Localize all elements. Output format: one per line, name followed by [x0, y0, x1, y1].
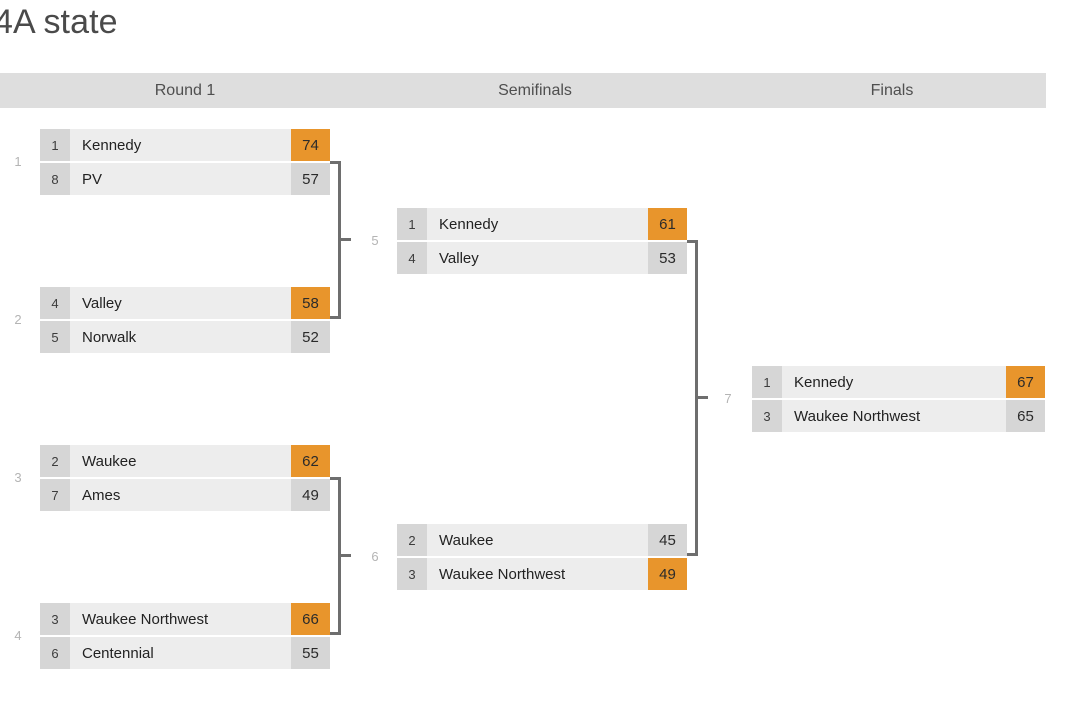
score: 45 — [648, 524, 687, 556]
connector-stub-mid — [338, 554, 351, 557]
matchup-final-game7[interactable]: 1 Kennedy 67 3 Waukee Northwest 65 — [752, 366, 1045, 432]
team-row[interactable]: 1 Kennedy 74 — [40, 129, 330, 161]
team-name: Valley — [439, 249, 479, 267]
matchup-round1-game1[interactable]: 1 Kennedy 74 8 PV 57 — [40, 129, 330, 195]
connector-to-game5 — [330, 161, 351, 319]
team-name: Waukee Northwest — [794, 407, 921, 425]
score: 65 — [1006, 400, 1045, 432]
team-row[interactable]: 1 Kennedy 61 — [397, 208, 687, 240]
seed-badge: 1 — [752, 366, 782, 398]
page-title: 4A state — [0, 3, 118, 41]
team-name: PV — [82, 170, 103, 188]
score: 74 — [291, 129, 330, 161]
team-name: Waukee — [439, 531, 494, 549]
team-name: Valley — [82, 294, 122, 312]
connector-stub-mid — [695, 396, 708, 399]
score: 57 — [291, 163, 330, 195]
connector-stub-bottom — [687, 553, 698, 556]
team-row[interactable]: 1 Kennedy 67 — [752, 366, 1045, 398]
seed-badge: 3 — [752, 400, 782, 432]
team-name: Kennedy — [82, 136, 142, 154]
seed-badge: 8 — [40, 163, 70, 195]
score: 66 — [291, 603, 330, 635]
game-number-1: 1 — [14, 154, 22, 169]
team-row[interactable]: 2 Waukee 62 — [40, 445, 330, 477]
team-row[interactable]: 8 PV 57 — [40, 163, 330, 195]
round-header-bar: Round 1 Semifinals Finals — [0, 73, 1046, 108]
team-row[interactable]: 3 Waukee Northwest 66 — [40, 603, 330, 635]
team-row[interactable]: 3 Waukee Northwest 49 — [397, 558, 687, 590]
matchup-round1-game2[interactable]: 4 Valley 58 5 Norwalk 52 — [40, 287, 330, 353]
round-header-semifinals: Semifinals — [498, 82, 572, 99]
team-row[interactable]: 6 Centennial 55 — [40, 637, 330, 669]
team-row[interactable]: 3 Waukee Northwest 65 — [752, 400, 1045, 432]
team-name: Ames — [82, 486, 121, 504]
matchup-round1-game3[interactable]: 2 Waukee 62 7 Ames 49 — [40, 445, 330, 511]
team-row[interactable]: 5 Norwalk 52 — [40, 321, 330, 353]
team-name: Centennial — [82, 644, 154, 662]
team-row[interactable]: 2 Waukee 45 — [397, 524, 687, 556]
team-name: Kennedy — [794, 373, 854, 391]
score: 52 — [291, 321, 330, 353]
seed-badge: 1 — [40, 129, 70, 161]
score: 49 — [291, 479, 330, 511]
seed-badge: 7 — [40, 479, 70, 511]
seed-badge: 1 — [397, 208, 427, 240]
connector-stub-top — [687, 240, 698, 243]
score: 55 — [291, 637, 330, 669]
team-row[interactable]: 4 Valley 58 — [40, 287, 330, 319]
round-header-round-1: Round 1 — [154, 82, 216, 99]
connector-stub-bottom — [330, 316, 341, 319]
seed-badge: 4 — [397, 242, 427, 274]
matchup-round1-game4[interactable]: 3 Waukee Northwest 66 6 Centennial 55 — [40, 603, 330, 669]
connector-to-game6 — [330, 477, 351, 635]
seed-badge: 3 — [40, 603, 70, 635]
score: 53 — [648, 242, 687, 274]
team-name: Kennedy — [439, 215, 499, 233]
game-number-2: 2 — [14, 312, 22, 327]
seed-badge: 3 — [397, 558, 427, 590]
game-number-7: 7 — [724, 391, 732, 406]
connector-stub-top — [330, 161, 341, 164]
connector-stub-mid — [338, 238, 351, 241]
connector-stub-bottom — [330, 632, 341, 635]
game-number-5: 5 — [371, 233, 379, 248]
round-header-finals: Finals — [870, 82, 914, 99]
score: 67 — [1006, 366, 1045, 398]
score: 58 — [291, 287, 330, 319]
seed-badge: 5 — [40, 321, 70, 353]
matchup-semifinal-game6[interactable]: 2 Waukee 45 3 Waukee Northwest 49 — [397, 524, 687, 590]
team-name: Waukee Northwest — [82, 610, 209, 628]
connector-stub-top — [330, 477, 341, 480]
team-name: Norwalk — [82, 328, 137, 346]
game-number-4: 4 — [14, 628, 22, 643]
matchup-semifinal-game5[interactable]: 1 Kennedy 61 4 Valley 53 — [397, 208, 687, 274]
team-row[interactable]: 7 Ames 49 — [40, 479, 330, 511]
connector-to-game7 — [687, 240, 708, 556]
score: 62 — [291, 445, 330, 477]
score: 61 — [648, 208, 687, 240]
seed-badge: 4 — [40, 287, 70, 319]
team-name: Waukee Northwest — [439, 565, 566, 583]
seed-badge: 2 — [397, 524, 427, 556]
team-row[interactable]: 4 Valley 53 — [397, 242, 687, 274]
team-name: Waukee — [82, 452, 137, 470]
game-number-6: 6 — [371, 549, 379, 564]
score: 49 — [648, 558, 687, 590]
seed-badge: 6 — [40, 637, 70, 669]
seed-badge: 2 — [40, 445, 70, 477]
game-number-3: 3 — [14, 470, 22, 485]
